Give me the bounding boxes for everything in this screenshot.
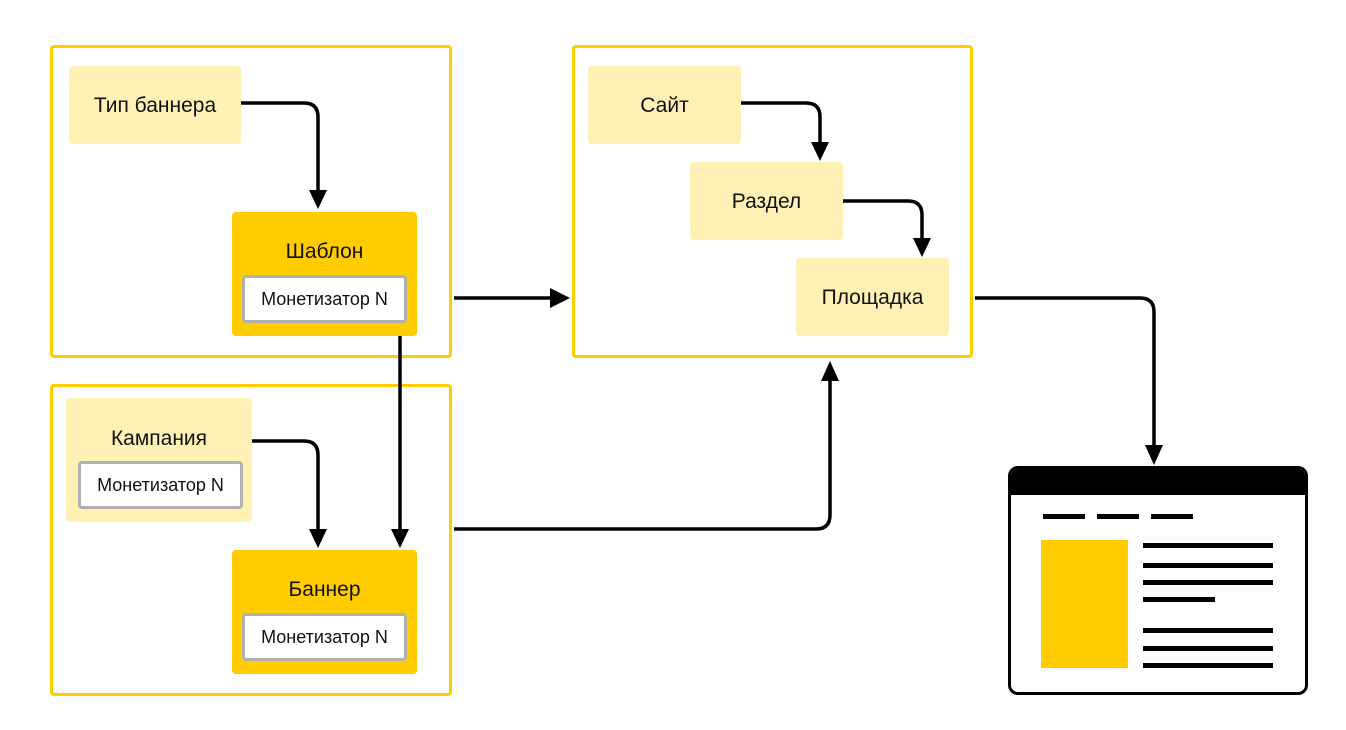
node-site-label: Сайт bbox=[640, 93, 689, 117]
arrowhead-template bbox=[309, 190, 327, 209]
webpage-content bbox=[1041, 514, 1273, 668]
arrowhead-banner-right bbox=[391, 529, 409, 548]
node-section-label: Раздел bbox=[731, 189, 802, 213]
banner-monetizer: Монетизатор N bbox=[242, 613, 407, 661]
edge-campaign-group-to-site-group bbox=[454, 378, 832, 531]
webpage-mockup-icon bbox=[1008, 466, 1308, 695]
browser-titlebar bbox=[1011, 469, 1305, 495]
node-banner: Баннер Монетизатор N bbox=[232, 550, 417, 674]
node-template-label: Шаблон bbox=[285, 240, 364, 263]
template-monetizer: Монетизатор N bbox=[242, 275, 407, 323]
banner-monetizer-label: Монетизатор N bbox=[261, 626, 388, 647]
edge-banner-type-to-template bbox=[241, 101, 320, 194]
node-placement: Площадка bbox=[796, 258, 949, 336]
webpage-image-block bbox=[1041, 540, 1128, 668]
node-section: Раздел bbox=[690, 162, 843, 240]
arrowhead-webpage bbox=[1145, 445, 1163, 465]
arrowhead-site-bottom bbox=[821, 361, 839, 381]
node-banner-type: Тип баннера bbox=[69, 66, 241, 144]
node-banner-label: Баннер bbox=[288, 578, 361, 601]
edge-section-to-placement bbox=[843, 199, 924, 241]
node-site: Сайт bbox=[588, 66, 741, 144]
node-campaign-label: Кампания bbox=[110, 427, 208, 450]
arrowhead-section bbox=[811, 142, 829, 161]
edge-campaign-to-banner bbox=[252, 439, 320, 532]
node-placement-label: Площадка bbox=[821, 285, 924, 309]
arrowhead-site-group bbox=[550, 288, 570, 308]
campaign-monetizer: Монетизатор N bbox=[78, 461, 243, 509]
edge-site-group-to-webpage bbox=[975, 296, 1156, 448]
node-template: Шаблон Монетизатор N bbox=[232, 212, 417, 336]
campaign-monetizer-label: Монетизатор N bbox=[97, 474, 224, 495]
arrowhead-banner-left bbox=[309, 529, 327, 548]
arrowhead-placement bbox=[913, 238, 931, 257]
node-campaign: Кампания Монетизатор N bbox=[66, 398, 252, 522]
node-banner-type-label: Тип баннера bbox=[93, 93, 217, 117]
edge-site-to-section bbox=[741, 101, 822, 145]
template-monetizer-label: Монетизатор N bbox=[261, 288, 388, 309]
